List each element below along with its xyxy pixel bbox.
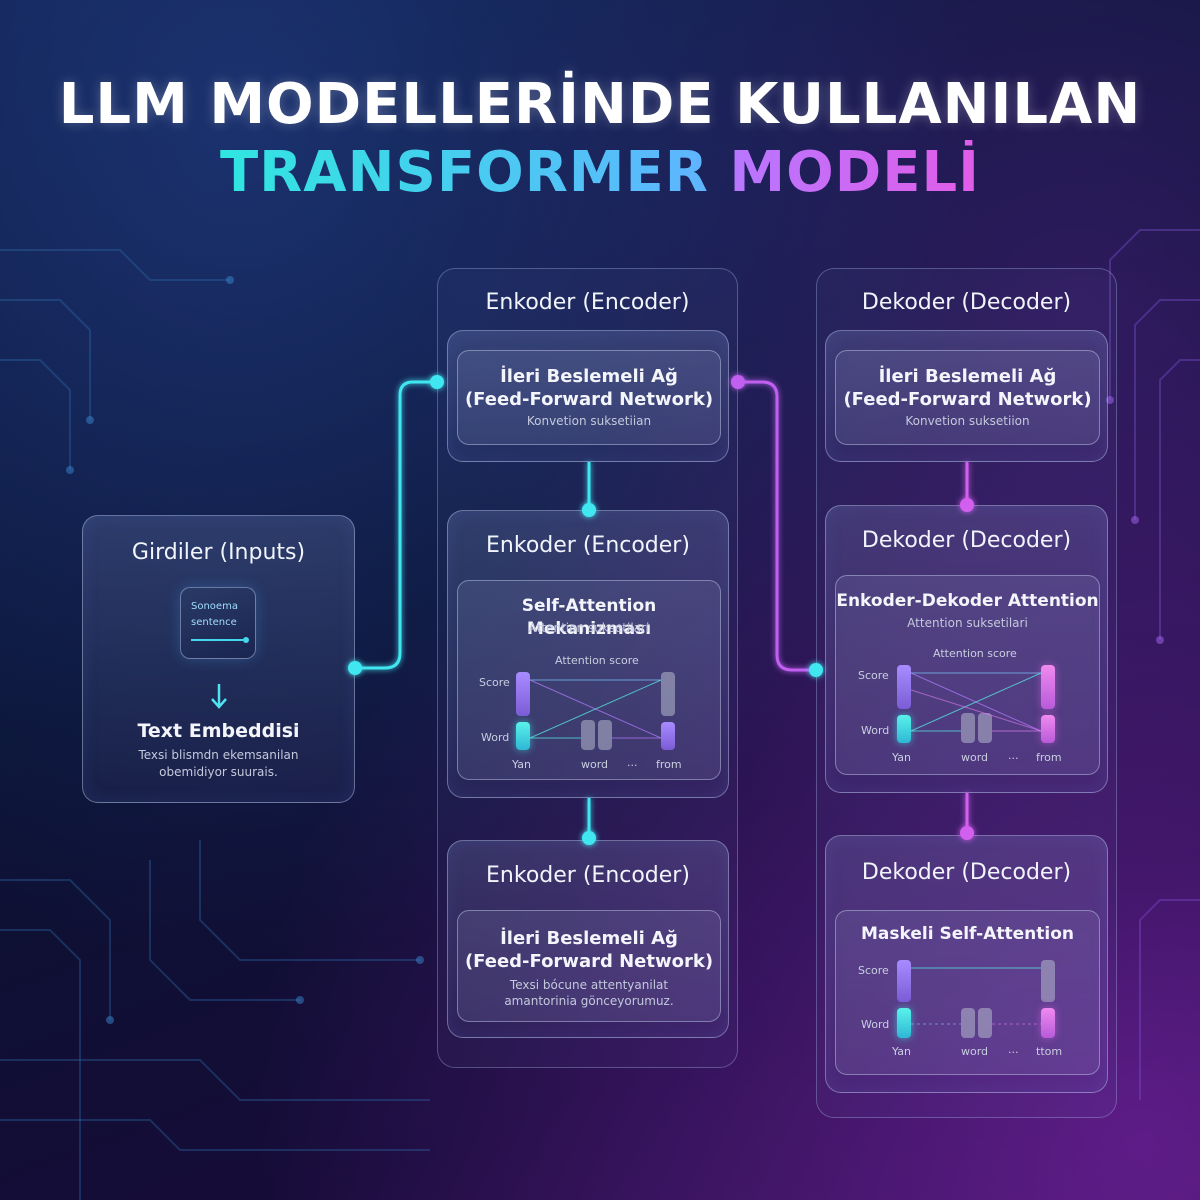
encoder-bottom-ffn-title-2: (Feed-Forward Network) [464,951,714,972]
title-word-modeli: MODELİ [729,140,981,205]
mask-viz-bar-word-left [897,1008,911,1038]
dec-viz-bar-mid-2 [978,713,992,743]
dec-viz-label-yan: Yan [892,751,911,764]
self-attention-sub: Attention suksetilari [528,621,650,635]
mask-viz-bar-score-right [1041,960,1055,1002]
title-word-transformer: TRANSFORMER [219,140,709,205]
decoder-top-panel [825,330,1108,462]
arrow-down-icon [208,682,230,712]
encoder-bottom-ffn-sub-1: Texsi bócune attentyanilat [509,978,669,992]
encoder-bottom-title: Enkoder (Encoder) [486,863,690,888]
inputs-title: Girdiler (Inputs) [131,540,306,565]
self-attention-title: Self-Attention Mekanizması [521,596,657,639]
encoder-mid-title: Enkoder (Encoder) [486,533,690,558]
encoder-ffn-sub: Konvetion suksetiian [526,414,652,428]
encoder-to-decoder-wire [738,380,816,672]
mask-viz-bar-mid-2 [978,1008,992,1038]
mask-viz-bar-score-left [897,960,911,1002]
enc-viz-label-from: from [656,758,682,771]
encoder-bottom-ffn-sub-2: amantorinia gönceyorumuz. [504,994,674,1008]
enc-viz-bar-mid-2 [598,720,612,750]
dec-viz-bar-mid-1 [961,713,975,743]
enc-viz-word-label: Word [481,731,510,744]
dec-viz-bar-word-right [1041,715,1055,743]
encoder-bottom-panel: Enkoder (Encoder) [447,840,729,1038]
encoder-top-panel [447,330,729,462]
mask-viz-label-yan: Yan [892,1045,911,1058]
mask-viz-word-label: Word [861,1018,890,1031]
page-title-line-1: LLM MODELLERİNDE KULLANILAN [58,72,1142,137]
enc-viz-bar-score-right [661,672,675,716]
enc-viz-label-word: word [581,758,609,771]
mask-viz-label-ttom: ttom [1036,1045,1063,1058]
embed-title: Text Embeddisi [137,720,300,742]
mask-viz-bar-mid-1 [961,1008,975,1038]
encoder-ffn-block: İleri Beslemeli Ağ (Feed-Forward Network… [457,350,721,445]
embed-desc-2: obemidiyor suurais. [159,765,278,779]
sentence-card-icon: Sonoema sentence [180,587,256,659]
encoder-mid-panel: Enkoder (Encoder) [447,510,729,798]
masked-attention-title: Maskeli Self-Attention [861,924,1074,944]
page-title-line-2: TRANSFORMER MODELİ [0,140,1200,205]
dec-viz-bar-word-left [897,715,911,743]
decoder-ffn-block: İleri Beslemeli Ağ (Feed-Forward Network… [835,350,1100,445]
dec-viz-bar-score-right [1041,665,1055,709]
sentence-card-underline [191,639,243,641]
enc-viz-label-ellipsis: ... [627,756,638,769]
encoder-ffn-title-1: İleri Beslemeli Ağ [500,366,678,387]
encoder-column-title: Enkoder (Encoder) [485,290,690,315]
decoder-mid-title: Dekoder (Decoder) [861,528,1072,553]
decoder-mid-panel: Dekoder (Decoder) [825,505,1108,793]
decoder-ffn-title-2: (Feed-Forward Network) [843,389,1092,410]
mask-viz-label-ellipsis: ... [1008,1043,1019,1056]
enc-viz-score-label: Score [479,676,510,689]
mask-viz-label-word: word [961,1045,989,1058]
enc-dec-attention-title: Enkoder-Dekoder Attention [836,591,1099,611]
embed-desc-1: Texsi blismdn ekemsanilan [138,748,299,762]
inputs-panel: Girdiler (Inputs) [82,515,355,803]
dec-viz-label-ellipsis: ... [1008,749,1019,762]
encoder-bottom-ffn-block: İleri Beslemeli Ağ (Feed-Forward Network… [457,910,721,1022]
decoder-ffn-sub: Konvetion suksetiion [905,414,1030,428]
enc-viz-bar-mid-1 [581,720,595,750]
enc-viz-bar-word-left [516,722,530,750]
mask-viz-bar-word-right [1041,1008,1055,1038]
encoder-ffn-title-2: (Feed-Forward Network) [464,389,714,410]
enc-viz-bar-word-right [661,722,675,750]
enc-dec-attention-sub: Attention suksetilari [907,616,1028,630]
masked-attention-block: Maskeli Self-Attention [835,910,1100,1075]
decoder-ffn-title-1: İleri Beslemeli Ağ [878,366,1057,387]
dec-viz-header: Attention score [933,647,1017,660]
dec-viz-word-label: Word [861,724,890,737]
dec-viz-label-word: word [961,751,989,764]
encoder-bottom-ffn-title-1: İleri Beslemeli Ağ [500,928,678,949]
enc-viz-label-yan: Yan [512,758,531,771]
dec-viz-score-label: Score [858,669,889,682]
sentence-card-line-1: Sonoema [191,601,238,612]
input-to-encoder-wire [355,380,437,670]
mask-viz-score-label: Score [858,964,889,977]
decoder-bottom-title: Dekoder (Decoder) [861,860,1072,885]
sentence-card-line-2: sentence [191,617,237,628]
decoder-column-title: Dekoder (Decoder) [861,290,1072,315]
encoder-column [437,268,738,1068]
dec-viz-label-from: from [1036,751,1062,764]
enc-viz-header: Attention score [555,654,639,667]
enc-viz-bar-score-left [516,672,530,716]
dec-viz-bar-score-left [897,665,911,709]
sentence-card-dot [243,637,249,643]
